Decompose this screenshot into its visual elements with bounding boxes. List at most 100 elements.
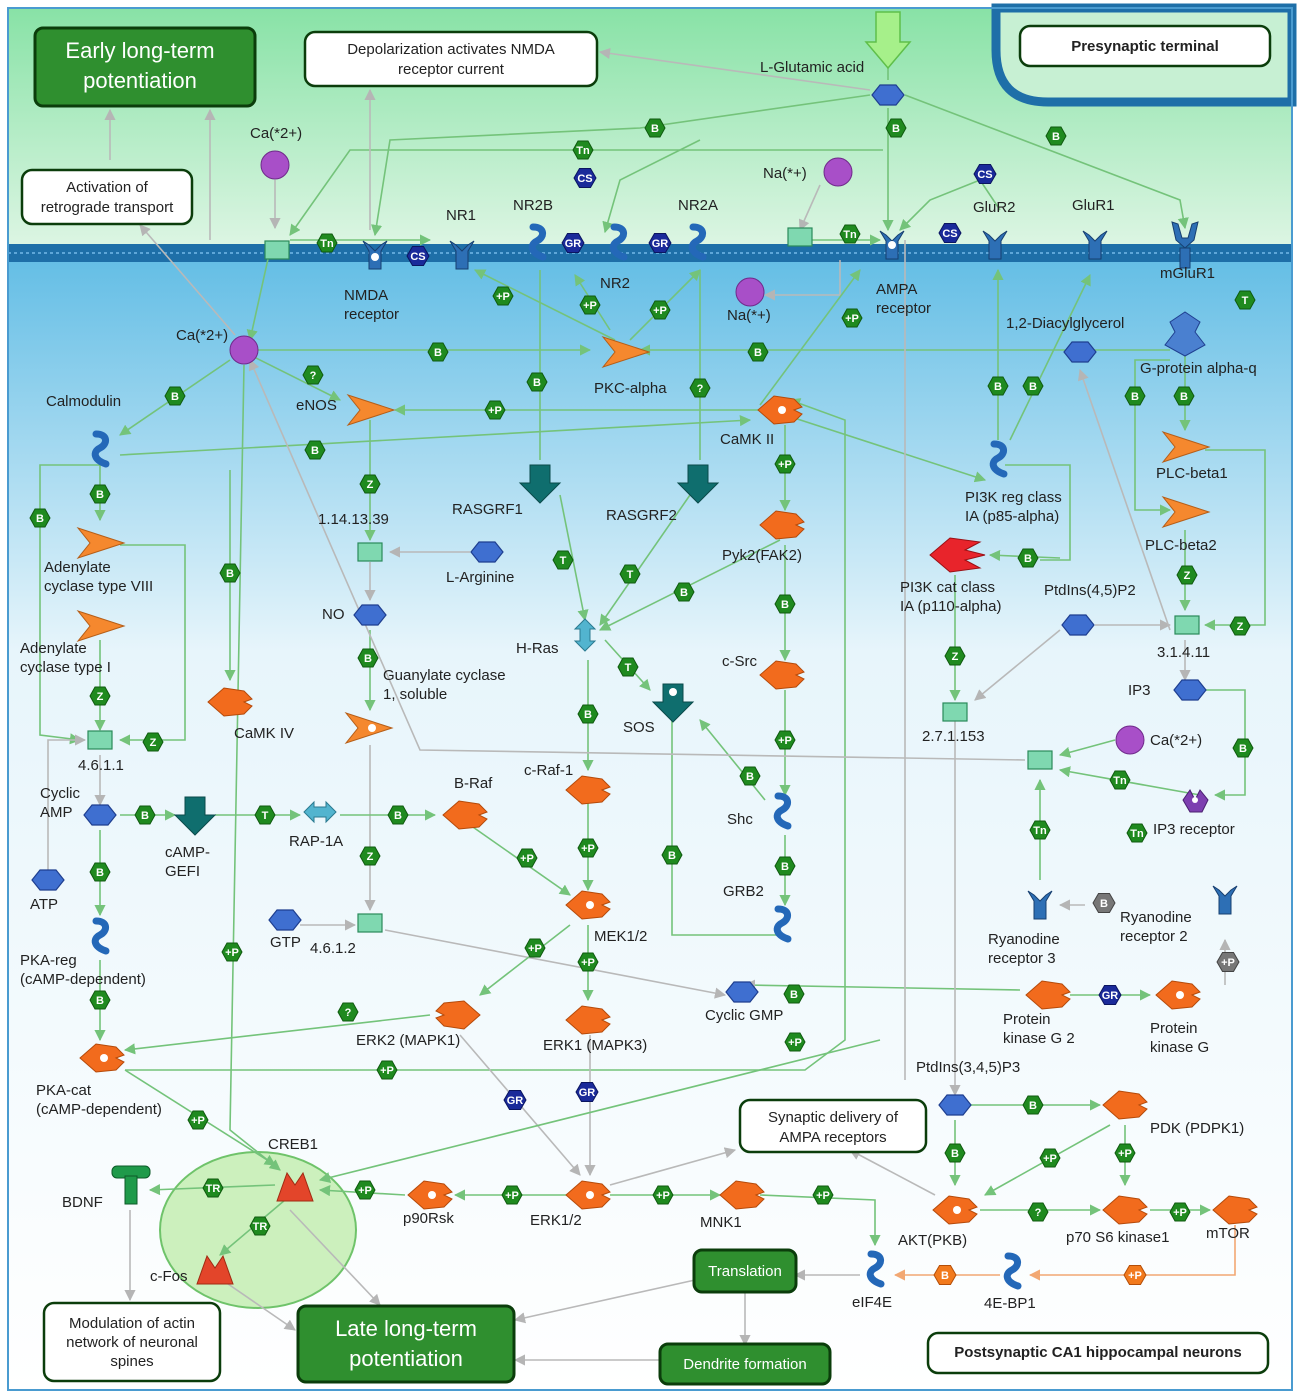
sos-label: SOS <box>623 719 655 736</box>
b-marker: B <box>783 984 805 1004</box>
svg-text:B: B <box>96 995 104 1007</box>
svg-text:+P: +P <box>505 1190 519 1202</box>
b-marker: B <box>774 856 796 876</box>
ryr3-line2: receptor 3 <box>988 950 1056 967</box>
t-marker: T <box>619 564 641 584</box>
early-ltp-line2: potentiation <box>83 68 197 93</box>
4e-bp1-label: 4E-BP1 <box>984 1295 1036 1312</box>
z-marker: Z <box>359 474 381 494</box>
svg-text:?: ? <box>1035 1207 1042 1219</box>
gq-label: G-protein alpha-q <box>1140 360 1257 377</box>
svg-text:CS: CS <box>410 251 425 263</box>
svg-text:Tn: Tn <box>576 145 590 157</box>
svg-text:T: T <box>627 569 634 581</box>
b-marker: B <box>134 805 156 825</box>
ptdins45-label: PtdIns(4,5)P2 <box>1044 582 1136 599</box>
svg-text:Z: Z <box>150 737 157 749</box>
svg-text:+P: +P <box>1043 1153 1057 1165</box>
gc-line2: 1, soluble <box>383 686 447 703</box>
b-marker: B <box>1022 1095 1044 1115</box>
tn-marker: Tn <box>1029 820 1051 840</box>
p-marker: +P <box>784 1032 806 1052</box>
svg-text:CS: CS <box>977 169 992 181</box>
b-marker: B <box>774 594 796 614</box>
unknown-marker: ? <box>302 365 324 385</box>
tn-marker: Tn <box>1126 823 1148 843</box>
b-marker: B <box>1173 386 1195 406</box>
svg-text:+P: +P <box>845 313 859 325</box>
b-marker: B <box>357 648 379 668</box>
ryr2-line1: Ryanodine <box>1120 909 1192 926</box>
svg-text:+P: +P <box>225 947 239 959</box>
z-marker: Z <box>944 646 966 666</box>
svg-text:Z: Z <box>952 651 959 663</box>
plcb1-label: PLC-beta1 <box>1156 465 1228 482</box>
mek-label: MEK1/2 <box>594 928 647 945</box>
dendrite-label: Dendrite formation <box>683 1356 806 1373</box>
b-marker: B <box>1045 126 1067 146</box>
svg-text:+P: +P <box>1221 957 1235 969</box>
ec-1-14-label: 1.14.13.39 <box>318 511 389 528</box>
svg-text:GR: GR <box>507 1095 524 1107</box>
rasgrf2-label: RASGRF2 <box>606 507 677 524</box>
svg-text:B: B <box>994 381 1002 393</box>
cs-marker: CS <box>938 223 962 243</box>
synaptic-delivery-box: Synaptic delivery of AMPA receptors <box>738 1098 928 1154</box>
svg-text:+P: +P <box>653 305 667 317</box>
p-marker: +P <box>492 286 514 306</box>
ac8-line1: Adenylate <box>44 559 111 576</box>
svg-text:B: B <box>171 391 179 403</box>
p-marker: +P <box>652 1185 674 1205</box>
svg-text:+P: +P <box>778 735 792 747</box>
p-marker: +P <box>841 308 863 328</box>
p70-label: p70 S6 kinase1 <box>1066 1229 1169 1246</box>
ip3-label: IP3 <box>1128 682 1151 699</box>
t-marker: T <box>617 657 639 677</box>
svg-text:B: B <box>96 867 104 879</box>
svg-text:B: B <box>892 123 900 135</box>
b-marker: B <box>944 1143 966 1163</box>
enzyme-1-14-13-39 <box>357 542 383 562</box>
p-marker: +P <box>354 1180 376 1200</box>
z-marker: Z <box>359 846 381 866</box>
svg-text:+P: +P <box>1128 1270 1142 1282</box>
svg-text:Z: Z <box>367 479 374 491</box>
na-mid-label: Na(*+) <box>727 307 771 324</box>
ryr2-line2: receptor 2 <box>1120 928 1188 945</box>
csrc-label: c-Src <box>722 653 757 670</box>
cs-marker: CS <box>973 164 997 184</box>
glur1-label: GluR1 <box>1072 197 1115 214</box>
svg-text:B: B <box>364 653 372 665</box>
depolarization-line1: Depolarization activates NMDA <box>347 41 555 58</box>
depolarization-line2: receptor current <box>398 61 505 78</box>
no-label: NO <box>322 606 345 623</box>
enzyme-2-7-1-153 <box>942 702 968 722</box>
p-marker: +P <box>221 942 243 962</box>
ampa-label-line2: receptor <box>876 300 931 317</box>
craf-label: c-Raf-1 <box>524 762 573 779</box>
ca-ion-intracellular <box>229 335 259 365</box>
svg-text:B: B <box>434 347 442 359</box>
svg-text:TR: TR <box>206 1183 221 1195</box>
b-marker: B <box>89 990 111 1010</box>
svg-text:T: T <box>625 662 632 674</box>
cs-marker: CS <box>573 168 597 188</box>
nr1-label: NR1 <box>446 207 476 224</box>
svg-text:B: B <box>1052 131 1060 143</box>
svg-text:CS: CS <box>577 173 592 185</box>
na-channel-complex <box>787 227 813 247</box>
svg-text:B: B <box>1100 898 1108 910</box>
p-marker: +P <box>774 454 796 474</box>
svg-text:B: B <box>311 445 319 457</box>
pkacat-line2: (cAMP-dependent) <box>36 1101 162 1118</box>
pkg2-line2: kinase G 2 <box>1003 1030 1075 1047</box>
akt-label: AKT(PKB) <box>898 1232 967 1249</box>
camp-line2: AMP <box>40 804 73 821</box>
b-marker: B <box>387 805 409 825</box>
cgef-line2: GEFI <box>165 863 200 880</box>
svg-text:Tn: Tn <box>1033 825 1047 837</box>
ec-4-6-1-2-label: 4.6.1.2 <box>310 940 356 957</box>
gr-marker: GR <box>561 233 585 253</box>
glur2-label: GluR2 <box>973 199 1016 216</box>
